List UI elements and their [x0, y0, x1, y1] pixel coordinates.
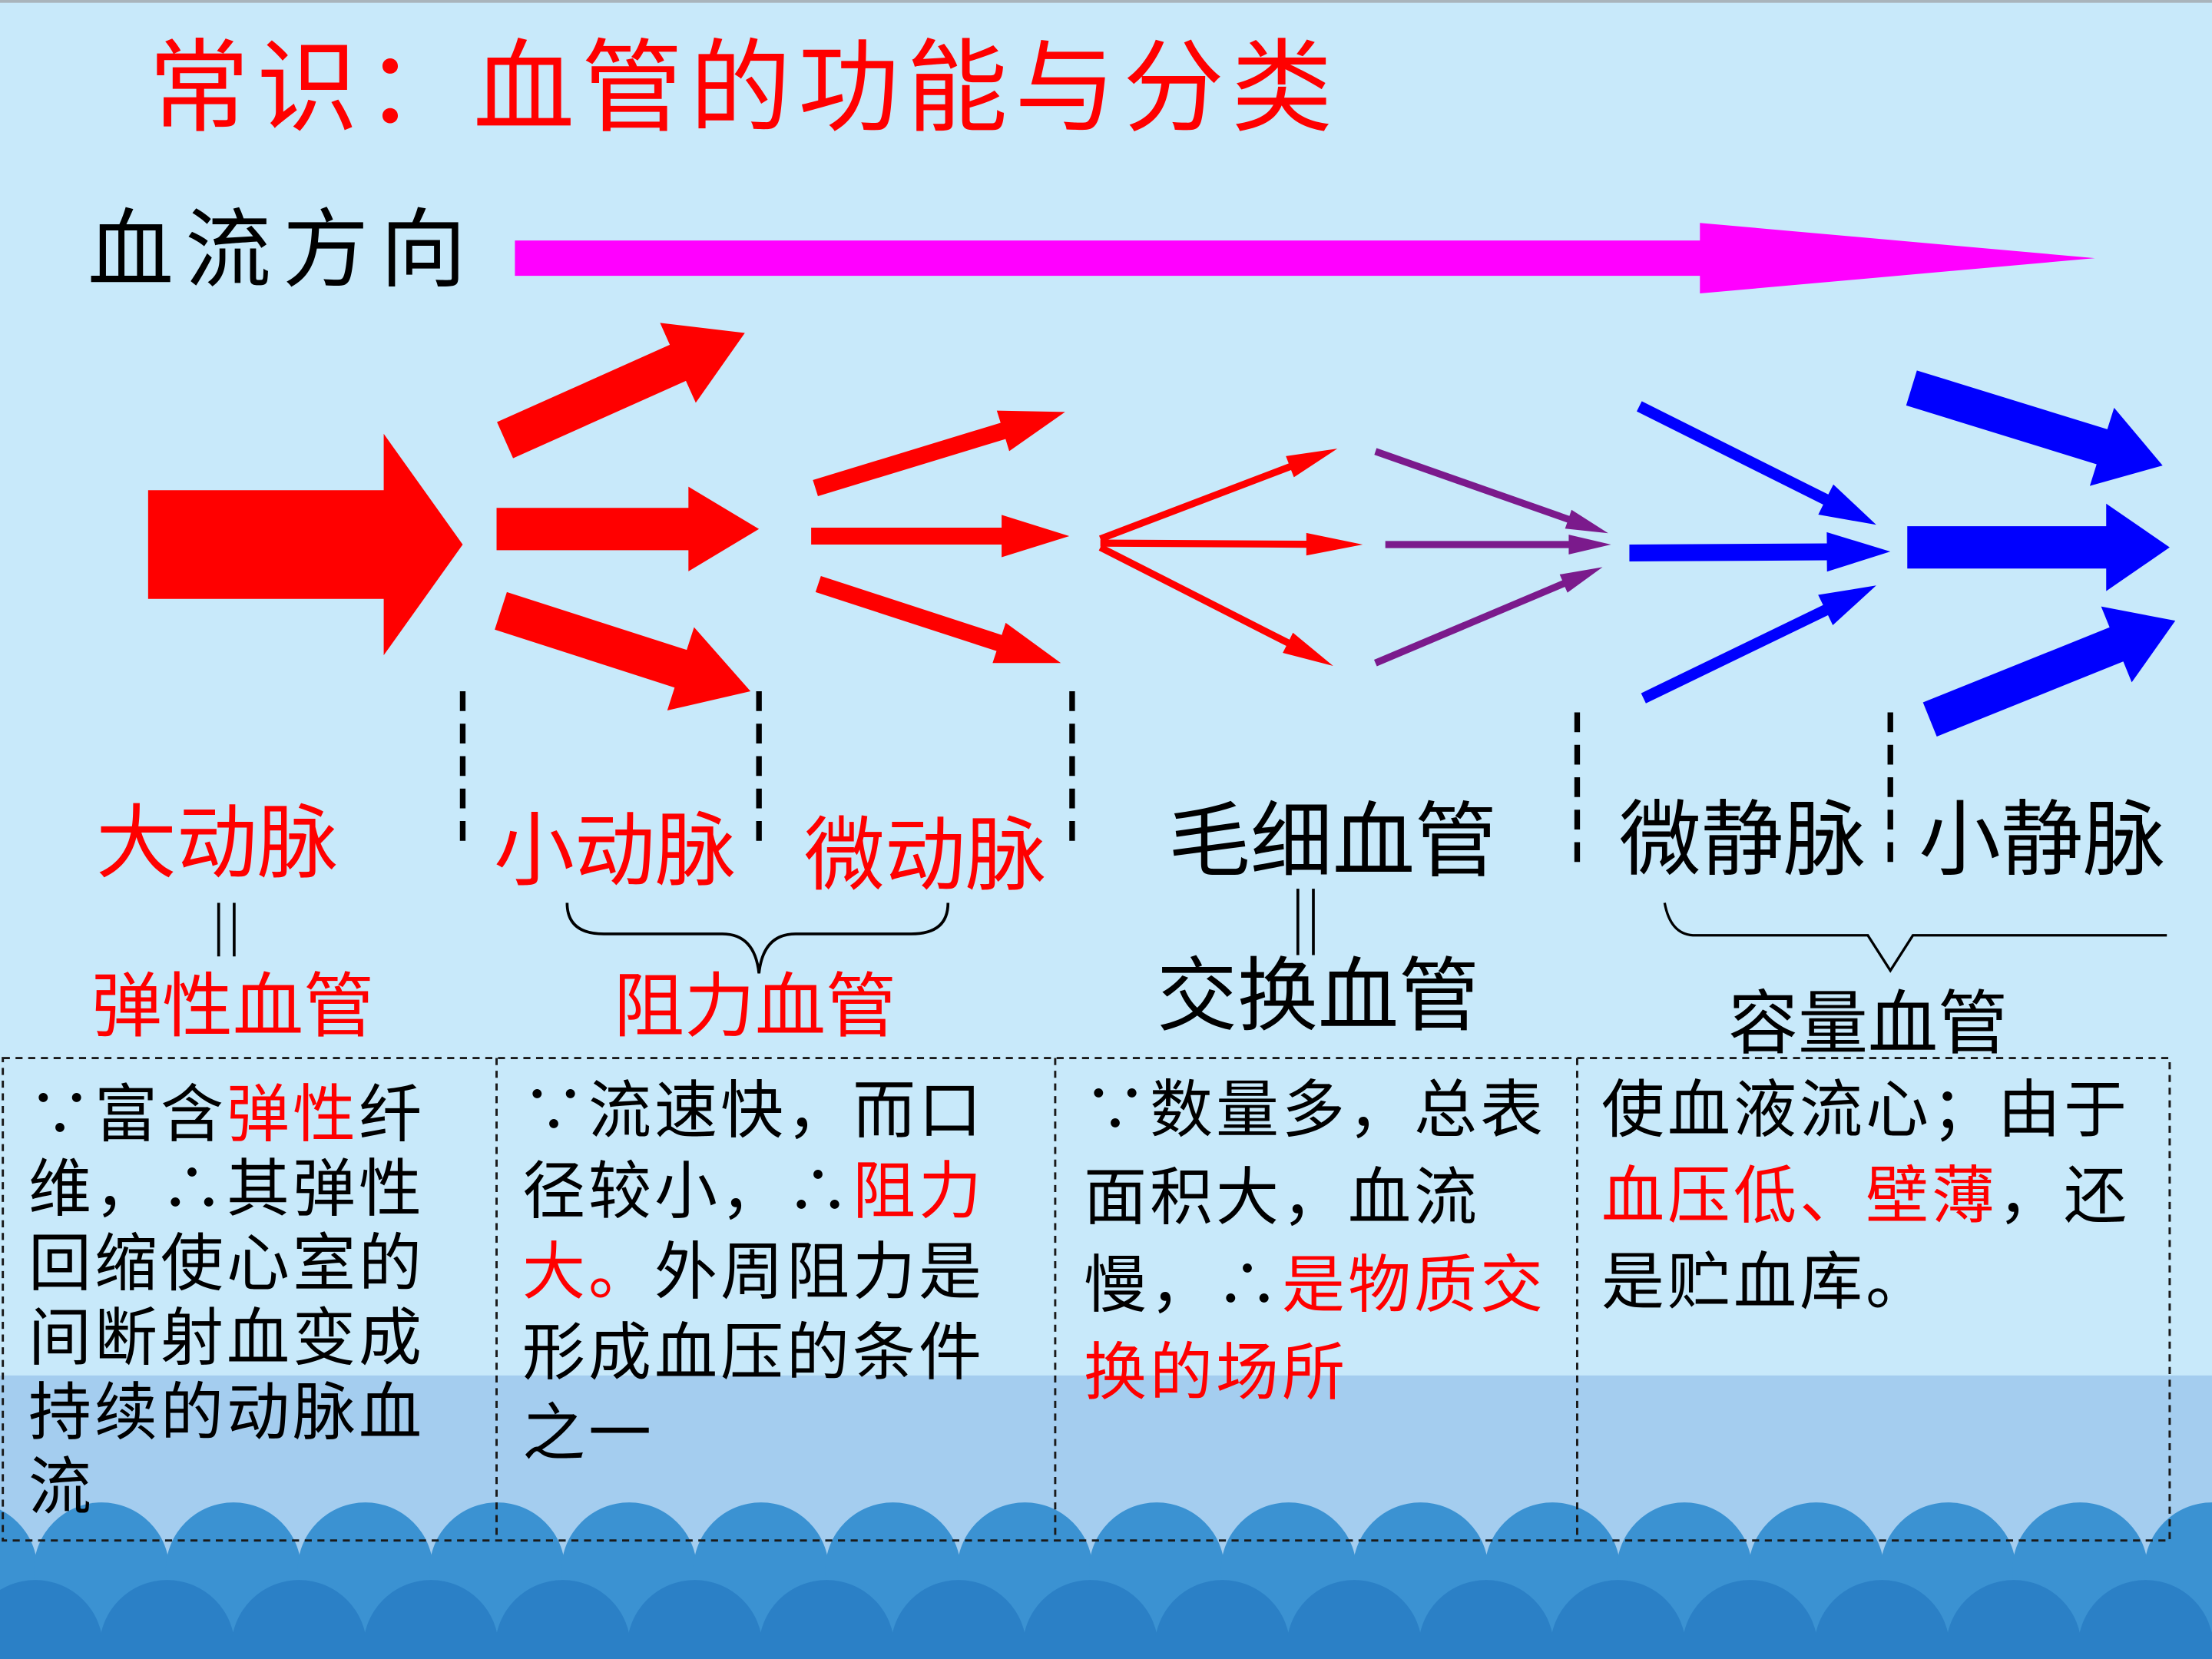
arrow-blood-flow-direction [515, 223, 2095, 294]
vessel-label-small-artery: 小动脉 [494, 804, 737, 898]
cell-text-line: 是贮血库。 [1601, 1240, 2154, 1326]
page-title: 常识：血管的功能与分类 [148, 29, 1339, 147]
cell-text-line: 换的场所 [1084, 1330, 1568, 1417]
cell-text-line: 流 [28, 1450, 489, 1525]
arrow-small-artery-middle [496, 486, 760, 571]
cell-text: ∵数量多，总表 [1084, 1074, 1547, 1147]
info-cell-resistance-vessels: ∵流速快，而口径较小，∴阻力大。外周阻力是形成血压的条件之一 [522, 1071, 1045, 1474]
vessel-label-venule: 微静脉 [1619, 793, 1866, 888]
vessel-label-capillary: 毛细血管 [1168, 794, 1498, 889]
equals-mark-exchange [1296, 889, 1315, 955]
wave-base [0, 1636, 2212, 1659]
category-label-exchange: 交换血管 [1157, 949, 1480, 1043]
cell-text-line: 血压低、壁薄，还 [1601, 1154, 2154, 1240]
arrow-capillary-venous-middle [1385, 535, 1611, 555]
highlighted-text: 大。 [522, 1236, 655, 1309]
cell-text: 之一 [522, 1397, 655, 1470]
cell-text: 维，∴其弹性 [28, 1153, 426, 1226]
cell-text-line: 维，∴其弹性 [28, 1152, 489, 1227]
cell-text: 外周阻力是 [654, 1236, 985, 1309]
arrow-capillary-venous-lower [1373, 567, 1603, 667]
cell-text: 间断射血变成 [28, 1302, 426, 1375]
info-table-border [2, 1057, 2171, 1542]
category-label-elastic: 弹性血管 [91, 965, 375, 1048]
cell-text-line: 慢，∴是物质交 [1084, 1242, 1568, 1330]
cell-text-line: 径较小，∴阻力 [522, 1151, 1045, 1232]
cell-text: 是贮血库。 [1601, 1246, 1932, 1319]
highlighted-text: 弹性 [227, 1078, 359, 1151]
vessel-label-large-artery: 大动脉 [96, 796, 339, 890]
cell-text: 慢，∴ [1084, 1249, 1283, 1322]
info-cell-capacitance-vessels: 使血液流心；由于血压低、壁薄，还是贮血库。 [1601, 1068, 2154, 1326]
arrow-capillary-venous-upper [1374, 448, 1608, 534]
cell-text-line: ∵流速快，而口 [522, 1071, 1045, 1151]
vessel-label-small-vein: 小静脉 [1919, 793, 2166, 888]
arrow-venule-upper [1636, 401, 1876, 525]
blood-flow-arrows [147, 223, 2176, 737]
arrow-small-vein-middle [1907, 503, 2170, 591]
cell-text: 纤 [359, 1078, 426, 1151]
cell-text: 面积大，血流 [1084, 1161, 1481, 1234]
arrow-large-artery [147, 433, 463, 656]
cell-text: ∵流速快，而口 [522, 1075, 985, 1147]
arrow-capillary-arterial-middle [1100, 532, 1363, 556]
cell-text: 形成血压的条件 [522, 1316, 985, 1389]
cell-text: 使血液流心；由于 [1601, 1074, 2131, 1147]
cell-text: 回缩使心室的 [28, 1227, 426, 1300]
arrow-capillary-arterial-lower [1098, 544, 1333, 666]
cell-text-line: 面积大，血流 [1084, 1154, 1568, 1242]
cell-text-line: 之一 [522, 1393, 1045, 1474]
arrow-small-vein-lower [1922, 606, 2176, 737]
cell-text-line: ∵富含弹性纤 [28, 1078, 489, 1152]
arrow-arteriole-lower [815, 575, 1061, 664]
flow-direction-label: 血流方向 [88, 200, 478, 300]
cell-text-line: ∵数量多，总表 [1084, 1067, 1568, 1154]
arrow-small-vein-upper [1906, 370, 2163, 486]
cell-text-line: 形成血压的条件 [522, 1313, 1045, 1393]
highlighted-text: 是物质交 [1282, 1249, 1547, 1322]
category-label-capacitance: 容量血管 [1728, 984, 2008, 1065]
cell-text: ∵富含 [28, 1078, 227, 1151]
vessel-boundary-dashes [459, 691, 1893, 868]
info-cell-exchange-vessels: ∵数量多，总表面积大，血流慢，∴是物质交换的场所 [1084, 1067, 1568, 1417]
cell-text-line: 大。外周阻力是 [522, 1232, 1045, 1313]
brace-capacitance-vessels [1663, 902, 2167, 973]
cell-text: 持续的动脉血 [28, 1376, 426, 1449]
top-border-line [0, 0, 2212, 3]
arrow-arteriole-upper [813, 410, 1065, 496]
highlighted-text: 血压低、壁薄 [1601, 1160, 1998, 1233]
cell-text: ，还 [1998, 1160, 2131, 1233]
brace-resistance-vessels [565, 902, 950, 974]
cell-text-line: 持续的动脉血 [28, 1376, 489, 1450]
arrow-capillary-arterial-upper [1099, 449, 1338, 542]
cell-text: 流 [28, 1451, 95, 1524]
cell-text-line: 间断射血变成 [28, 1301, 489, 1376]
arrow-venule-middle [1629, 531, 1891, 572]
arrow-arteriole-middle [811, 515, 1070, 558]
cell-text: 径较小，∴ [522, 1155, 853, 1228]
arrow-venule-lower [1641, 585, 1876, 704]
arrow-small-artery-upper [497, 323, 745, 459]
highlighted-text: 阻力 [853, 1155, 985, 1228]
highlighted-text: 换的场所 [1084, 1336, 1349, 1409]
equals-mark-elastic [217, 902, 236, 957]
cell-text-line: 使血液流心；由于 [1601, 1068, 2154, 1154]
cell-text-line: 回缩使心室的 [28, 1227, 489, 1301]
vessel-label-arteriole: 微动脉 [804, 809, 1047, 902]
info-table [2, 1057, 2171, 1542]
category-label-resistance: 阻力血管 [614, 965, 897, 1048]
bottom-wave-decoration [0, 1502, 2212, 1659]
arrow-small-artery-lower [495, 591, 751, 710]
info-cell-elastic-vessels: ∵富含弹性纤维，∴其弹性回缩使心室的间断射血变成持续的动脉血流 [28, 1078, 489, 1525]
